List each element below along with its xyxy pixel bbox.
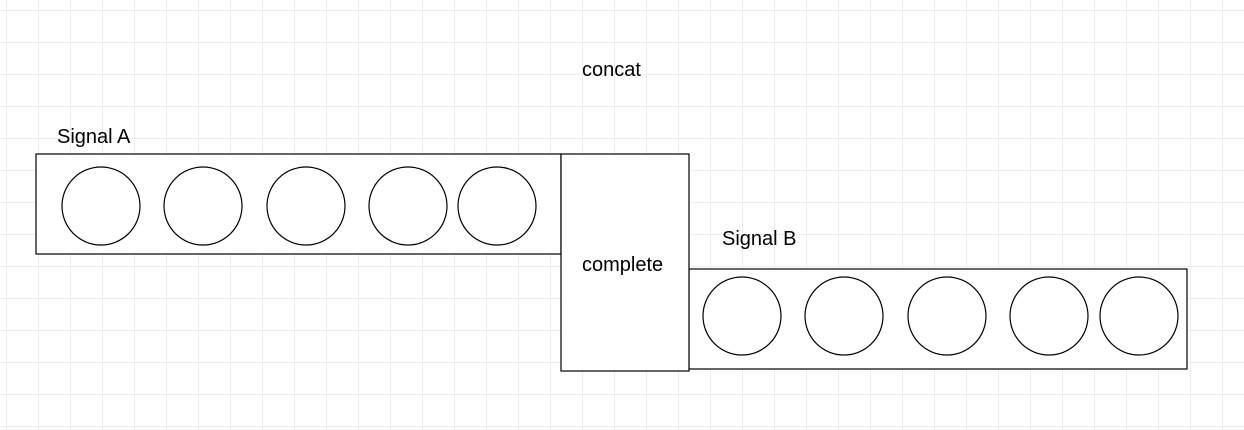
signal-b-item [1009,276,1089,356]
signal-a: Signal A [35,126,562,255]
signal-a-item [163,166,243,246]
signal-a-item [457,166,537,246]
signal-a-item [61,166,141,246]
complete-box: complete [560,153,690,372]
signal-b-item [1099,276,1179,356]
signal-a-item [266,166,346,246]
signal-a-label: Signal A [57,126,131,148]
complete-box-frame [560,153,690,372]
operator-label: concat [582,59,641,81]
complete-label: complete [582,254,663,276]
signal-b-label: Signal B [722,228,797,250]
signal-a-item [368,166,448,246]
signal-b-item [702,276,782,356]
signal-b-item [907,276,987,356]
signal-b: Signal B [688,228,1188,370]
signal-b-item [804,276,884,356]
